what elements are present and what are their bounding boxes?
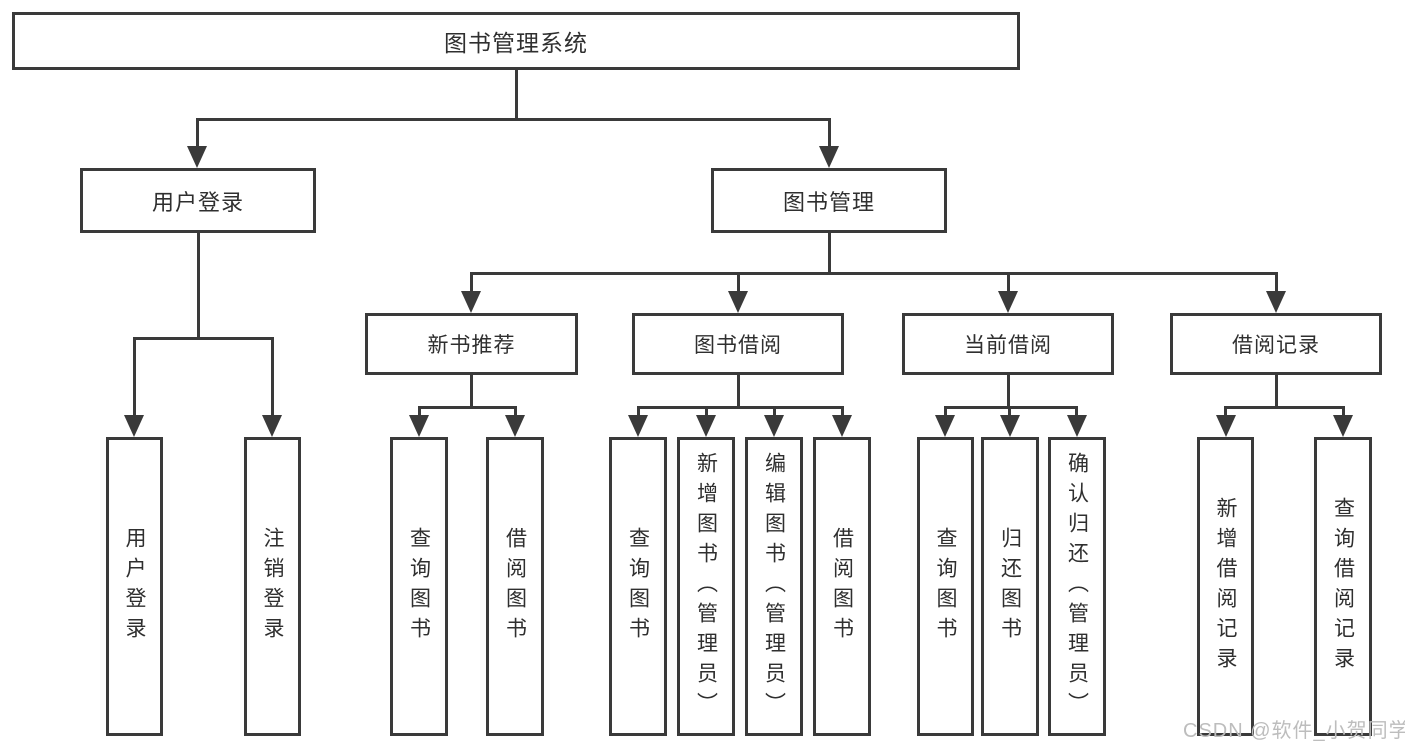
arrowhead-down-icon: [728, 291, 748, 313]
node-current-borrow: 当前借阅: [902, 313, 1114, 375]
node-label: 借阅图书: [503, 526, 527, 647]
connector-line: [944, 406, 1078, 409]
arrowhead-down-icon: [1000, 415, 1020, 437]
node-user-login: 用户登录: [80, 168, 316, 233]
node-label: 归还图书: [998, 526, 1022, 647]
arrowhead-down-icon: [819, 146, 839, 168]
node-label: 借阅记录: [1232, 334, 1320, 357]
connector-line: [944, 406, 947, 415]
arrowhead-down-icon: [1266, 291, 1286, 313]
arrowhead-down-icon: [935, 415, 955, 437]
arrowhead-down-icon: [998, 291, 1018, 313]
arrowhead-down-icon: [505, 415, 525, 437]
arrowhead-down-icon: [409, 415, 429, 437]
leaf-newbook-borrow-books: 借阅图书: [486, 437, 544, 736]
node-label: 用户登录: [151, 189, 244, 215]
node-label: 确认归还（管理员）: [1065, 451, 1089, 722]
connector-line: [828, 233, 831, 272]
node-library-management-system: 图书管理系统: [12, 12, 1020, 70]
leaf-borrow-books: 借阅图书: [813, 437, 871, 736]
leaf-query-borrow-record: 查询借阅记录: [1314, 437, 1372, 736]
connector-line: [1007, 375, 1010, 406]
leaf-add-book-admin: 新增图书（管理员）: [677, 437, 735, 736]
connector-line: [133, 337, 136, 415]
node-label: 新增图书（管理员）: [694, 451, 718, 722]
arrowhead-down-icon: [832, 415, 852, 437]
leaf-add-borrow-record: 新增借阅记录: [1197, 437, 1254, 736]
connector-line: [637, 406, 844, 409]
node-label: 新增借阅记录: [1214, 496, 1237, 677]
leaf-edit-book-admin: 编辑图书（管理员）: [745, 437, 803, 736]
leaf-user-login: 用户登录: [106, 437, 163, 736]
node-label: 查询图书: [407, 526, 431, 647]
connector-line: [196, 118, 199, 148]
connector-line: [773, 406, 776, 415]
connector-line: [737, 375, 740, 406]
node-label: 查询图书: [934, 526, 957, 647]
node-book-borrow: 图书借阅: [632, 313, 844, 375]
leaf-current-query-books: 查询图书: [917, 437, 974, 736]
connector-line: [1342, 406, 1345, 415]
connector-line: [470, 272, 473, 291]
connector-line: [418, 406, 421, 415]
arrowhead-down-icon: [262, 415, 282, 437]
arrowhead-down-icon: [187, 146, 207, 168]
connector-line: [514, 406, 517, 415]
connector-line: [196, 118, 831, 121]
arrowhead-down-icon: [461, 291, 481, 313]
arrowhead-down-icon: [1333, 415, 1353, 437]
node-label: 编辑图书（管理员）: [762, 451, 786, 722]
connector-line: [1224, 406, 1227, 415]
connector-line: [1007, 272, 1010, 291]
connector-line: [1224, 406, 1344, 409]
connector-line: [1275, 272, 1278, 291]
connector-line: [133, 337, 274, 340]
node-label: 借阅图书: [830, 526, 854, 647]
leaf-borrow-query-books: 查询图书: [609, 437, 667, 736]
connector-line: [470, 272, 1278, 275]
leaf-logout: 注销登录: [244, 437, 301, 736]
connector-line: [515, 70, 518, 118]
arrowhead-down-icon: [696, 415, 716, 437]
connector-line: [828, 118, 831, 148]
leaf-newbook-query-books: 查询图书: [390, 437, 448, 736]
connector-line: [705, 406, 708, 415]
connector-line: [470, 375, 473, 406]
node-label: 图书管理: [782, 189, 875, 215]
leaf-confirm-return-admin: 确认归还（管理员）: [1048, 437, 1106, 736]
node-book-management: 图书管理: [711, 168, 947, 233]
connector-line: [1075, 406, 1078, 415]
arrowhead-down-icon: [1216, 415, 1236, 437]
node-borrow-record: 借阅记录: [1170, 313, 1382, 375]
node-label: 图书借阅: [694, 334, 782, 357]
csdn-watermark: CSDN @软件_小贺同学: [1183, 720, 1405, 742]
node-label: 图书管理系统: [444, 30, 588, 56]
connector-line: [1008, 406, 1011, 415]
node-label: 查询图书: [626, 526, 650, 647]
node-label: 用户登录: [123, 526, 146, 647]
node-label: 注销登录: [261, 526, 284, 647]
node-label: 新书推荐: [427, 334, 516, 357]
connector-line: [197, 233, 200, 337]
node-label: 当前借阅: [964, 334, 1052, 357]
node-label: 查询借阅记录: [1331, 496, 1355, 677]
connector-line: [1275, 375, 1278, 406]
arrowhead-down-icon: [764, 415, 784, 437]
connector-line: [841, 406, 844, 415]
connector-line: [418, 406, 517, 409]
arrowhead-down-icon: [628, 415, 648, 437]
arrowhead-down-icon: [124, 415, 144, 437]
connector-line: [637, 406, 640, 415]
leaf-return-books: 归还图书: [981, 437, 1039, 736]
connector-line: [737, 272, 740, 291]
node-new-book-recommend: 新书推荐: [365, 313, 578, 375]
connector-line: [271, 337, 274, 415]
arrowhead-down-icon: [1067, 415, 1087, 437]
